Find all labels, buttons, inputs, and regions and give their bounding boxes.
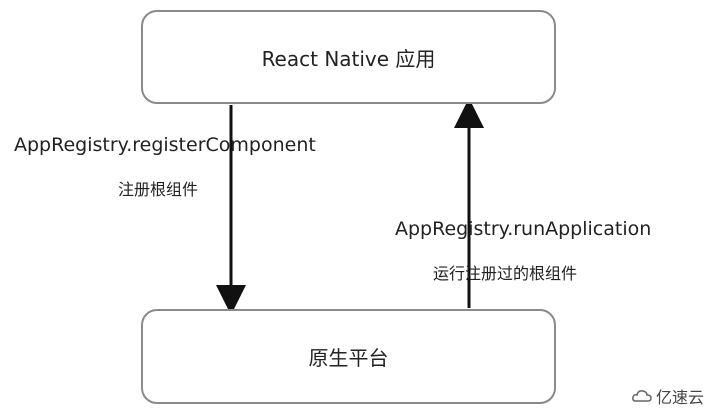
cloud-logo-icon bbox=[632, 390, 652, 402]
react-native-app-label: React Native 应用 bbox=[261, 46, 436, 71]
native-platform-label: 原生平台 bbox=[308, 346, 389, 370]
run-application-label: AppRegistry.runApplication bbox=[395, 218, 652, 240]
run-application-sublabel: 运行注册过的根组件 bbox=[433, 264, 578, 283]
native-platform-box: 原生平台 bbox=[141, 309, 556, 404]
react-native-app-box: React Native 应用 bbox=[141, 10, 556, 104]
register-component-label: AppRegistry.registerComponent bbox=[14, 134, 316, 156]
register-component-sublabel: 注册根组件 bbox=[118, 180, 199, 199]
watermark-text: 亿速云 bbox=[655, 388, 704, 407]
watermark: 亿速云 bbox=[632, 384, 704, 408]
